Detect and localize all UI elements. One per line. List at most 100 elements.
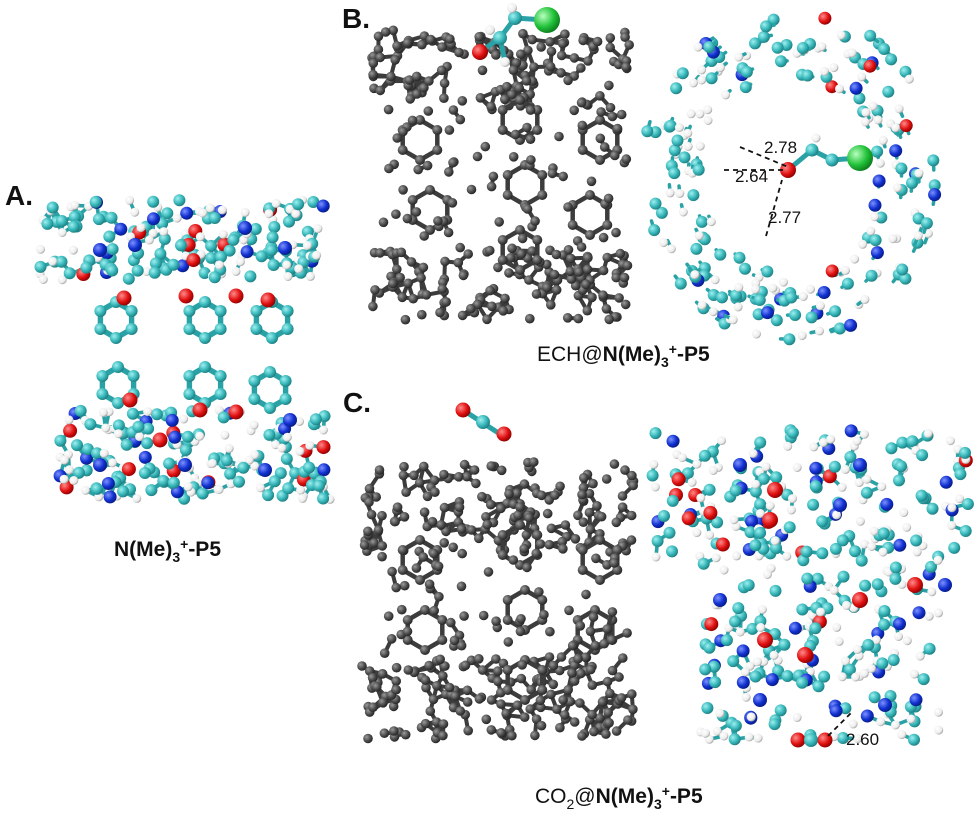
carbon-atom [855, 554, 868, 567]
hydrogen-atom [195, 431, 205, 441]
hydrogen-atom [832, 510, 842, 520]
hydrogen-atom [875, 158, 885, 168]
host-atom [391, 676, 402, 686]
carbon-atom [896, 436, 909, 449]
oxygen-atom [455, 402, 471, 418]
carbon-atom [878, 43, 891, 55]
host-atom [487, 301, 497, 312]
host-atom [478, 610, 489, 621]
hydrogen-atom [312, 250, 322, 260]
host-atom [522, 122, 532, 133]
host-atom [516, 614, 526, 624]
hydrogen-atom [841, 656, 850, 666]
carbon-atom [862, 638, 875, 651]
host-atom [622, 260, 633, 271]
host-atom [435, 307, 445, 318]
hydrogen-atom [792, 713, 802, 722]
carbon-atom [829, 542, 842, 555]
hydrogen-atom [752, 657, 762, 667]
host-atom [516, 249, 527, 259]
carbon-atom [149, 257, 162, 270]
hydrogen-atom [294, 264, 304, 274]
host-atom [437, 615, 448, 625]
carbon-atom [122, 272, 135, 285]
hydrogen-atom [878, 135, 888, 145]
host-atom [526, 684, 536, 695]
host-atom [474, 654, 484, 664]
hydrogen-atom [913, 231, 923, 241]
nitrogen-atom [278, 241, 292, 255]
host-atom [466, 525, 477, 535]
host-atom [605, 102, 616, 113]
hydrogen-atom [148, 228, 158, 238]
host-atom [497, 125, 508, 135]
distance-label: 2.64 [735, 167, 768, 186]
host-atom [522, 562, 532, 573]
host-atom [448, 105, 459, 115]
carbon-atom [126, 407, 139, 420]
hydrogen-atom [715, 708, 725, 718]
hydrogen-atom [818, 438, 828, 447]
hydrogen-atom [214, 485, 224, 494]
carbon-atom [729, 484, 742, 497]
nitrogen-atom [128, 238, 142, 252]
host-atom [377, 551, 387, 562]
carbon-atom [923, 642, 936, 655]
molecule-co2-guest [455, 402, 512, 442]
hydrogen-atom [678, 207, 688, 217]
host-atom [368, 702, 378, 712]
host-atom [527, 34, 537, 45]
hydrogen-atom [240, 207, 250, 217]
carbon-atom [954, 468, 967, 481]
carbon-atom [828, 460, 841, 473]
host-atom [611, 517, 622, 528]
nitrogen-atom [180, 206, 194, 220]
hydrogen-atom [683, 128, 693, 138]
host-atom [507, 243, 517, 254]
carbon-atom [703, 483, 716, 496]
host-atom [432, 125, 443, 135]
hydrogen-atom [282, 432, 292, 442]
nitrogen-atom [238, 221, 252, 235]
carbon-atom [871, 145, 884, 158]
nitrogen-atom [178, 458, 192, 472]
host-atom [486, 101, 496, 112]
carbon-atom [41, 217, 54, 230]
host-atom [418, 262, 429, 273]
hydrogen-atom [783, 441, 793, 451]
hydrogen-atom [815, 326, 824, 336]
carbon-atom [181, 430, 194, 443]
carbon-atom [692, 163, 705, 176]
host-atom [497, 235, 508, 245]
carbon-atom [740, 65, 753, 78]
host-atom [439, 469, 449, 480]
host-atom [388, 25, 399, 36]
carbon-atom [703, 41, 716, 53]
hydrogen-atom [249, 420, 259, 430]
panel-b-caption: ECH@N(Me)3+-P5 [537, 341, 710, 370]
host-atom [611, 227, 621, 238]
oxygen-atom [703, 505, 718, 520]
hydrogen-atom [733, 302, 743, 312]
host-atom [537, 595, 548, 605]
molecule-co2-guest-bottom [790, 732, 833, 748]
hydrogen-atom [64, 415, 74, 425]
carbon-atom [281, 305, 294, 317]
host-atom [502, 595, 513, 605]
nitrogen-atom [666, 434, 680, 448]
host-atom [592, 36, 603, 47]
host-atom [446, 617, 456, 628]
hydrogen-atom [159, 227, 169, 237]
carbon-atom [649, 427, 662, 440]
carbon-atom [96, 388, 109, 400]
host-atom [457, 548, 468, 559]
carbon-atom [658, 510, 670, 522]
nitrogen-atom [753, 693, 767, 707]
carbon-atom [733, 251, 746, 264]
carbon-atom [774, 704, 787, 717]
host-atom [569, 676, 580, 686]
carbon-atom [895, 460, 908, 473]
carbon-atom [841, 277, 854, 290]
carbon-atom [739, 262, 751, 275]
hydrogen-atom [757, 605, 767, 614]
